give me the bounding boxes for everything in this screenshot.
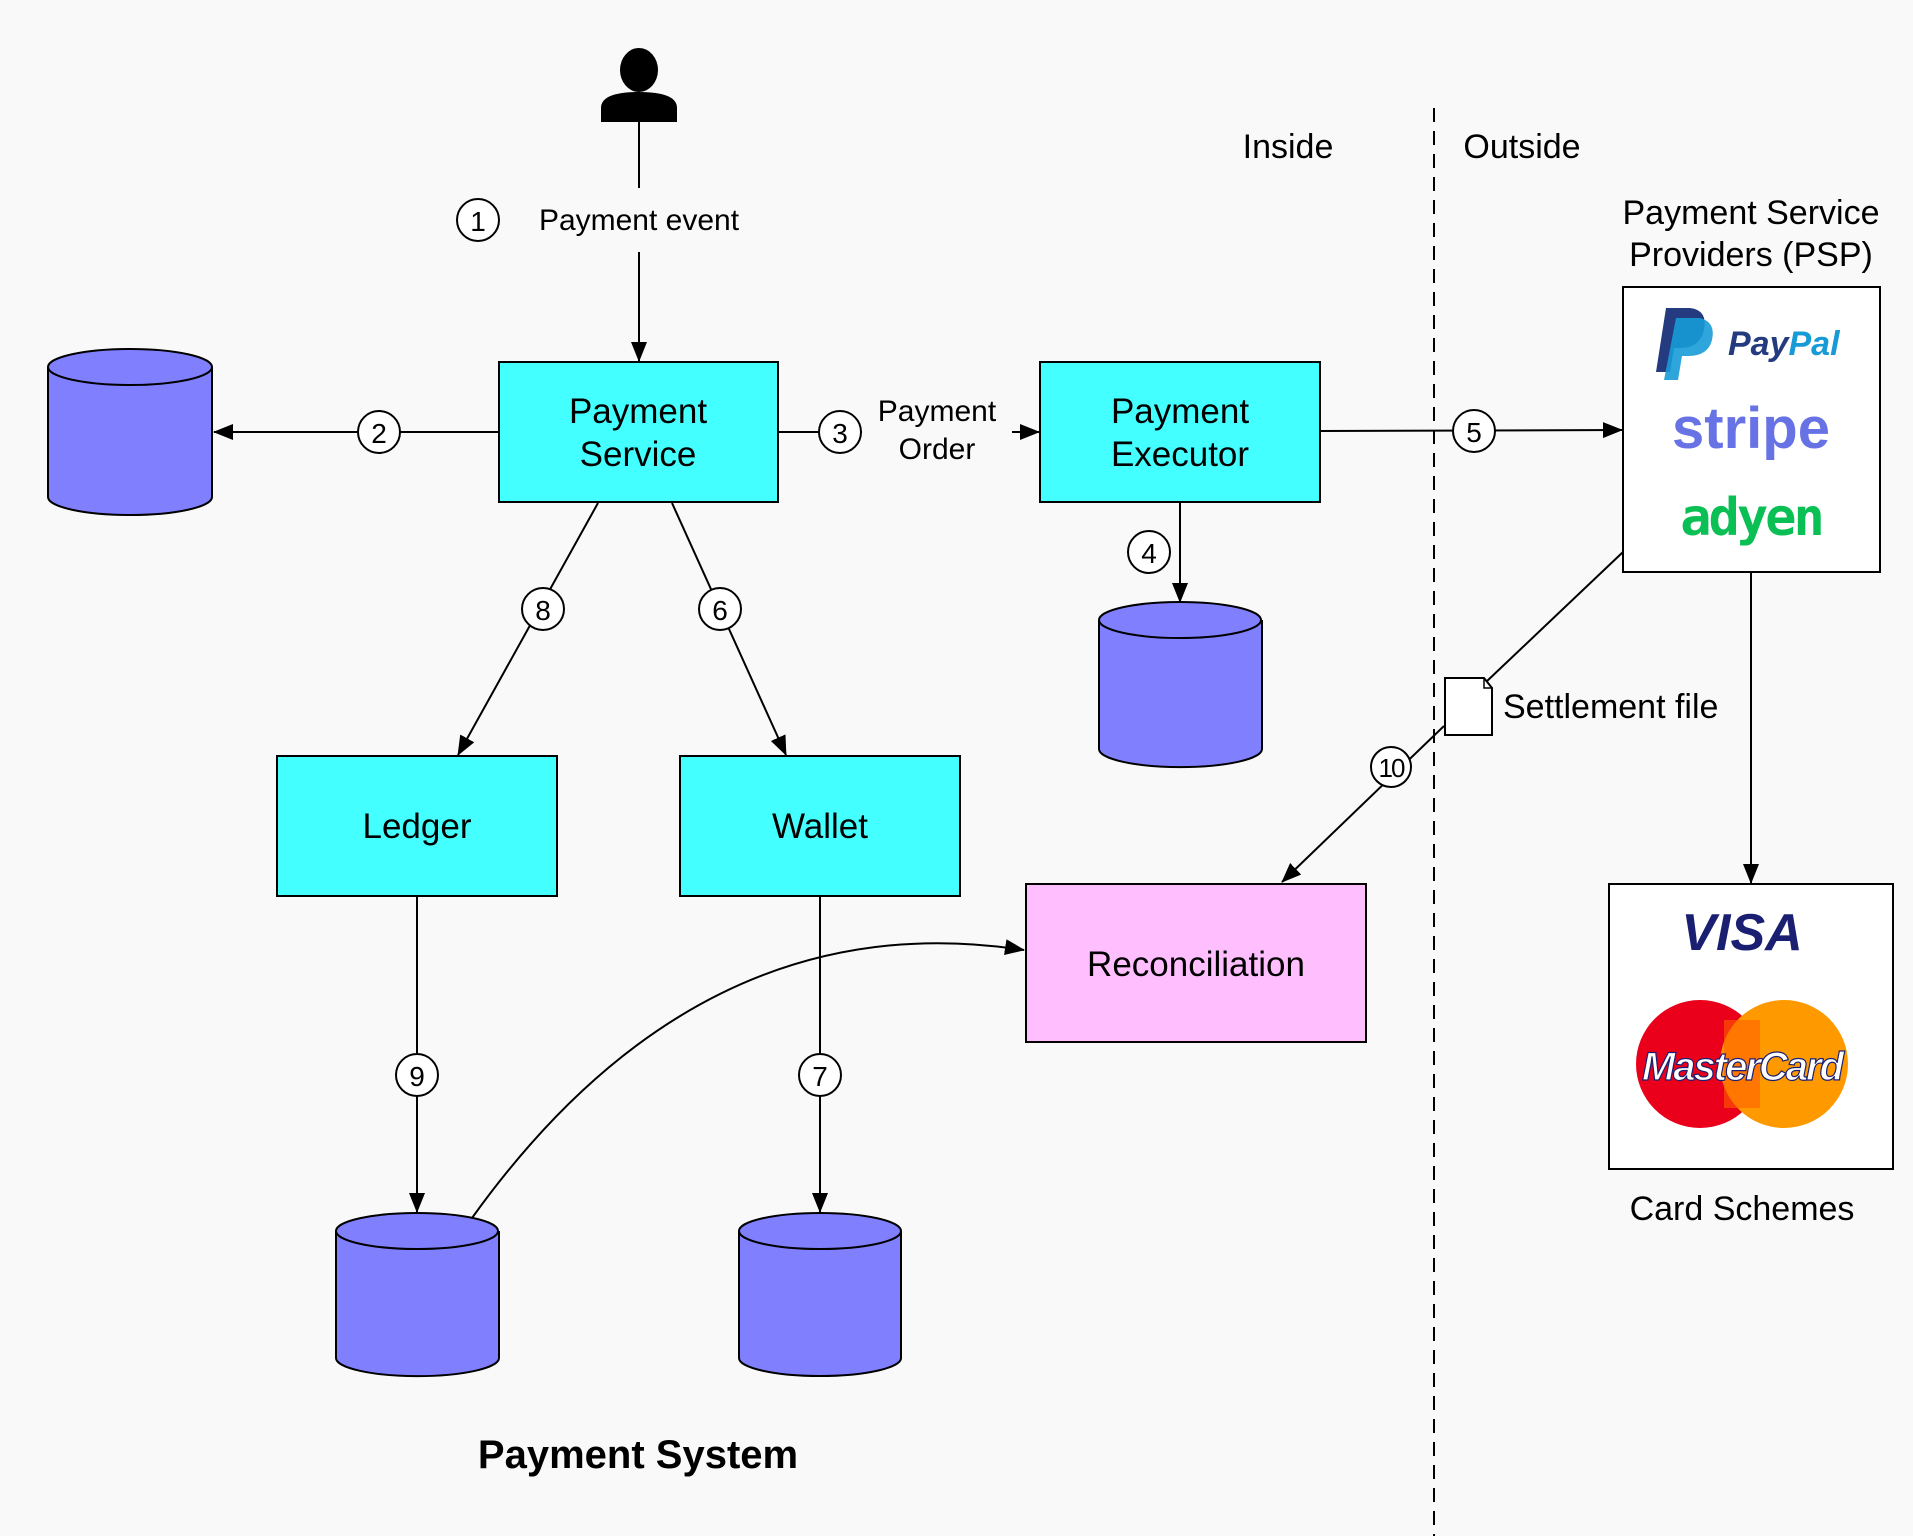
step-4-number: 4 — [1141, 538, 1157, 569]
step-3-number: 3 — [832, 418, 848, 449]
payment-service-label-line1: Payment — [569, 392, 707, 431]
step-10-badge — [1370, 746, 1412, 788]
payment-service-label-line2: Service — [580, 435, 697, 474]
inside-label: Inside — [1243, 128, 1334, 166]
edge-4: 4 — [1127, 502, 1188, 603]
card-schemes-title: Card Schemes — [1630, 1190, 1855, 1228]
payment-executor-label-line1: Payment — [1111, 392, 1249, 431]
step-5-badge — [1452, 409, 1496, 453]
step-4-badge — [1127, 530, 1171, 574]
wallet-node[interactable]: Wallet — [679, 755, 961, 897]
step-3-badge — [818, 410, 862, 454]
reconciliation-node[interactable]: Reconciliation — [1025, 883, 1367, 1043]
payment-order-label-line1: Payment — [878, 395, 997, 428]
step-2-badge — [357, 410, 401, 454]
adyen-logo: adyen — [1680, 488, 1822, 548]
psp-node[interactable]: PayPal stripe adyen — [1622, 286, 1881, 573]
ledger-node[interactable]: Ledger — [276, 755, 558, 897]
psp-title-line2: Providers (PSP) — [1629, 236, 1873, 274]
settlement-file-icon — [1444, 677, 1493, 736]
reconciliation-label: Reconciliation — [1087, 945, 1305, 984]
paypal-logo: PayPal — [1656, 308, 1841, 380]
edge-7: 7 — [798, 896, 842, 1213]
user-icon — [601, 48, 677, 122]
step-2-number: 2 — [371, 418, 387, 449]
edge-payment-event: 1 Payment event — [456, 122, 740, 362]
step-7-number: 7 — [812, 1061, 828, 1092]
step-6-number: 6 — [712, 595, 728, 626]
outside-label: Outside — [1463, 128, 1580, 166]
payment-executor-node[interactable]: Payment Executor — [1039, 361, 1321, 503]
mastercard-wordmark: MasterCard — [1642, 1045, 1846, 1089]
edge-ledger-db-to-reconciliation — [471, 939, 1025, 1219]
ledger-label: Ledger — [363, 807, 472, 846]
psp-title-line1: Payment Service — [1623, 194, 1880, 232]
payment-executor-label-line2: Executor — [1111, 435, 1249, 474]
paypal-wordmark: PayPal — [1728, 325, 1841, 363]
step-6-badge — [698, 587, 742, 631]
edge-8: 8 — [457, 502, 599, 756]
edge-5: 5 — [1319, 409, 1623, 453]
step-9-badge — [395, 1053, 439, 1097]
edge-payment-order: 3 Payment Order — [778, 392, 1040, 466]
step-10-number: 10 — [1379, 753, 1405, 783]
edge-2: 2 — [213, 410, 499, 454]
edge-6: 6 — [671, 502, 787, 756]
diagram-title: Payment System — [478, 1433, 798, 1477]
wallet-label: Wallet — [772, 807, 868, 846]
mastercard-logo: MasterCard — [1636, 1000, 1848, 1128]
step-5-number: 5 — [1466, 417, 1482, 448]
step-9-number: 9 — [409, 1061, 425, 1092]
settlement-file-label: Settlement file — [1503, 688, 1718, 726]
step-7-badge — [798, 1053, 842, 1097]
visa-logo: VISA — [1681, 904, 1802, 962]
edge-10-settlement: 10 Settlement file — [1281, 551, 1718, 883]
edge-9: 9 — [395, 896, 439, 1213]
step-1-badge — [456, 198, 500, 242]
ledger-db[interactable] — [335, 1212, 500, 1378]
step-8-number: 8 — [535, 595, 551, 626]
payment-order-label-line2: Order — [899, 433, 976, 466]
payment-executor-db[interactable] — [1098, 601, 1263, 769]
stripe-logo: stripe — [1672, 396, 1830, 461]
card-schemes-node[interactable]: VISA MasterCard — [1608, 883, 1894, 1170]
payment-db[interactable] — [47, 348, 213, 516]
payment-event-label: Payment event — [539, 204, 740, 237]
step-8-badge — [521, 587, 565, 631]
wallet-db[interactable] — [738, 1212, 902, 1377]
step-1-number: 1 — [470, 206, 486, 237]
payment-service-node[interactable]: Payment Service — [498, 361, 779, 503]
